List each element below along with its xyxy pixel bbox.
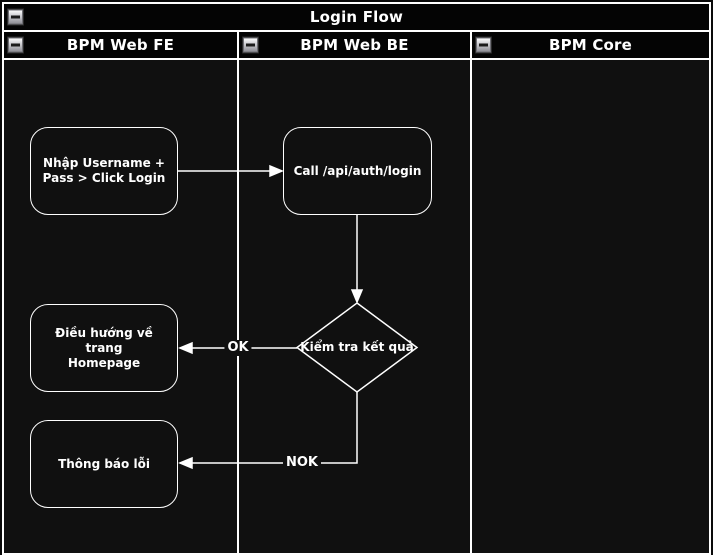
node-show-error[interactable]: Thông báo lỗi — [30, 420, 178, 508]
arrowhead-down-icon — [350, 289, 364, 304]
edge-label-ok: OK — [224, 340, 252, 356]
node-label: Thông báo lỗi — [58, 456, 150, 471]
collapse-minus-icon[interactable] — [475, 36, 492, 54]
check-result-label: Kiểm tra kết quả — [300, 340, 414, 354]
minus-glyph — [11, 15, 20, 19]
collapse-minus-icon[interactable] — [7, 8, 24, 26]
node-navigate-home[interactable]: Điều hướng về trang Homepage — [30, 304, 178, 392]
minus-glyph — [246, 43, 255, 47]
check-result-diamond[interactable] — [295, 302, 419, 393]
arrowhead-right-icon — [269, 164, 284, 178]
lane-header-bpm-core[interactable]: BPM Core — [472, 32, 709, 58]
edge-label-nok: NOK — [282, 455, 322, 471]
minus-glyph — [479, 43, 488, 47]
node-label: Nhập Username + Pass > Click Login — [42, 156, 166, 185]
arrow-check-to-error — [178, 392, 358, 470]
lane-title: BPM Core — [548, 36, 633, 54]
arrowhead-left-icon — [178, 456, 193, 470]
lane-header-bpm-web-fe[interactable]: BPM Web FE — [4, 32, 237, 58]
node-call-api[interactable]: Call /api/auth/login — [283, 127, 432, 215]
arrow-call-to-check — [350, 215, 364, 304]
pool-title: Login Flow — [309, 8, 404, 26]
collapse-minus-icon[interactable] — [242, 36, 259, 54]
node-label: Call /api/auth/login — [293, 163, 422, 178]
lane-title: BPM Web FE — [66, 36, 175, 54]
arrow-enter-to-call — [178, 164, 284, 178]
pool-title-bar: Login Flow — [4, 4, 709, 30]
node-label: Điều hướng về trang Homepage — [55, 325, 153, 370]
collapse-minus-icon[interactable] — [7, 36, 24, 54]
minus-glyph — [11, 43, 20, 47]
lane-body-bpm-core — [472, 60, 709, 553]
node-enter-credentials[interactable]: Nhập Username + Pass > Click Login — [30, 127, 178, 215]
lane-title: BPM Web BE — [300, 36, 409, 54]
arrowhead-left-icon — [178, 341, 193, 355]
lane-header-bpm-web-be[interactable]: BPM Web BE — [239, 32, 470, 58]
